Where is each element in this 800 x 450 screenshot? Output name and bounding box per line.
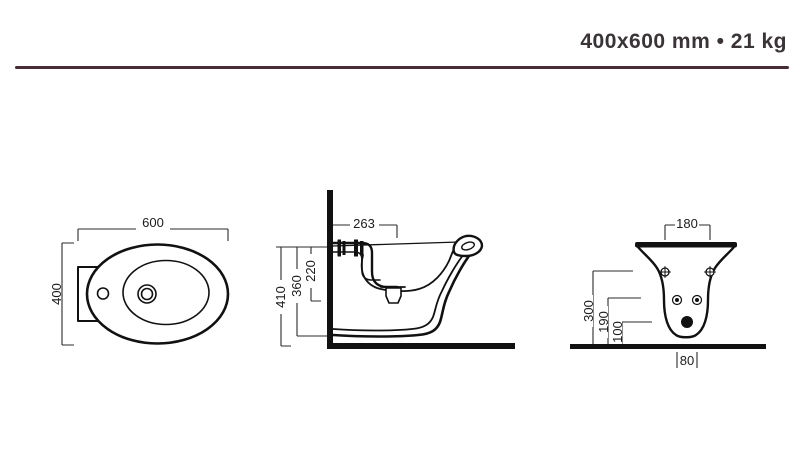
tap-hole <box>96 287 110 300</box>
dimension-180-label-mask <box>675 219 699 230</box>
dimension-220: 220 <box>303 247 321 302</box>
dimension-300-label-mask <box>581 295 593 327</box>
side-view-drawing: 263 410 360 <box>273 190 515 349</box>
pipe-flange-bar <box>337 239 341 257</box>
dimension-100-label-mask <box>610 319 622 345</box>
dimension-220-label: 220 <box>303 260 318 282</box>
dimension-180-label: 180 <box>676 216 698 231</box>
rim-outer-ellipse <box>85 243 230 345</box>
dimension-600: 600 <box>77 215 229 241</box>
dimension-600-label-mask <box>136 219 170 230</box>
dimension-180: 180 <box>664 216 711 240</box>
dimension-300: 300 <box>581 270 633 346</box>
top-view-drawing: 600 400 <box>48 215 230 346</box>
dimension-80-label: 80 <box>680 353 694 368</box>
inlet-hole-right-dot <box>695 298 699 302</box>
drain-outer-circle <box>137 284 157 304</box>
mounting-hole-left <box>659 266 671 278</box>
floor-line-side-view <box>327 343 515 349</box>
pipe-collar-flanges <box>337 239 364 257</box>
body-outer-contour <box>331 250 474 338</box>
product-size-weight-text: 400x600 mm • 21 kg <box>580 30 787 53</box>
dimension-100-line <box>621 321 652 346</box>
dimension-300-label: 300 <box>581 300 596 322</box>
floor-line-front-view <box>570 344 766 349</box>
dimension-80-ticks <box>676 352 698 368</box>
dimension-360-label-mask <box>289 269 301 303</box>
dimension-190: 190 <box>596 297 641 346</box>
dimension-410: 410 <box>273 247 291 347</box>
dimension-400-label-mask <box>48 276 61 312</box>
body-inner-contour <box>332 253 465 332</box>
dimension-360-label: 360 <box>289 275 304 297</box>
pipe-flange-bar <box>354 239 358 257</box>
spout-tip-inner-line <box>461 241 475 251</box>
waste-hole <box>681 316 693 328</box>
dimension-360: 360 <box>289 247 327 337</box>
rim-top-bar <box>635 242 737 248</box>
dimension-400-label: 400 <box>49 283 64 305</box>
dimension-410-label: 410 <box>273 286 288 308</box>
waste-fitting-body <box>385 287 402 304</box>
front-view-drawing: 180 300 190 100 <box>570 216 766 368</box>
inlet-hole-left-dot <box>675 298 679 302</box>
dimension-100: 100 <box>610 319 652 346</box>
dimension-400: 400 <box>48 242 74 346</box>
dimension-600-line <box>77 228 229 241</box>
mounting-hole-left-cross-icon <box>659 266 671 278</box>
dimension-80: 80 <box>676 352 698 368</box>
dimension-263: 263 <box>333 216 398 238</box>
mounting-hole-right <box>704 266 716 278</box>
basin-inner-ellipse <box>122 259 210 326</box>
bowl-contour <box>360 250 454 293</box>
dimension-600-label: 600 <box>142 215 164 230</box>
inlet-hole-left <box>671 294 683 306</box>
dimension-410-label-mask <box>273 280 285 314</box>
dimension-220-label-mask <box>303 254 315 288</box>
drain-inner-circle <box>140 287 154 301</box>
dimension-400-line <box>61 242 74 346</box>
inlet-hole-right <box>691 294 703 306</box>
pipe-flange-bar <box>360 241 364 255</box>
dimension-263-label-mask <box>350 219 379 230</box>
mounting-hole-right-cross-icon <box>704 266 716 278</box>
dimension-190-label-mask <box>596 306 608 338</box>
header-divider-rule <box>15 66 789 69</box>
dimension-263-label: 263 <box>353 216 375 231</box>
dimension-100-label: 100 <box>610 321 625 343</box>
pipe-flange-bar <box>342 241 346 255</box>
dimension-190-label: 190 <box>596 311 611 333</box>
spout-tip <box>452 234 484 258</box>
wall-line <box>327 190 333 349</box>
